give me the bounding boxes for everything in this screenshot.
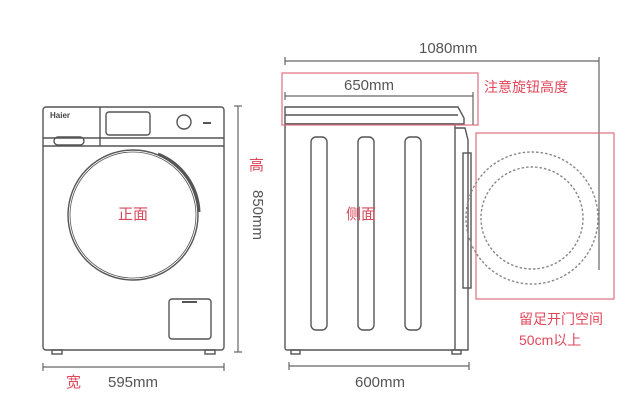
front-view-washer [42,106,225,355]
width-label: 宽 [66,374,82,391]
knob-height-note: 注意旋钮高度 [484,79,568,95]
width-value: 595mm [108,374,159,391]
height-label: 高 [249,157,265,174]
door-clearance-note-line1: 留足开门空间 [519,311,603,327]
door-clearance-note-line2: 50cm以上 [519,332,582,348]
side-depth-dimension-line [288,362,470,370]
total-depth-dimension-line [284,57,600,270]
door-clearance-highlight-box [475,132,615,300]
height-value: 850mm [249,190,266,241]
side-depth-value: 600mm [355,374,406,391]
knob-height-highlight-box [281,72,479,126]
brand-logo: Haier [50,111,71,120]
front-view-label: 正面 [118,206,149,223]
side-view-washer [284,106,472,355]
knob-depth-value: 650mm [344,77,395,94]
door-swing-dashed-circles [465,151,599,285]
total-depth-value: 1080mm [419,40,478,57]
width-dimension-line [42,363,225,371]
height-dimension-line [234,105,242,353]
knob-depth-dimension-line [284,92,474,125]
side-view-label: 侧面 [346,206,377,223]
